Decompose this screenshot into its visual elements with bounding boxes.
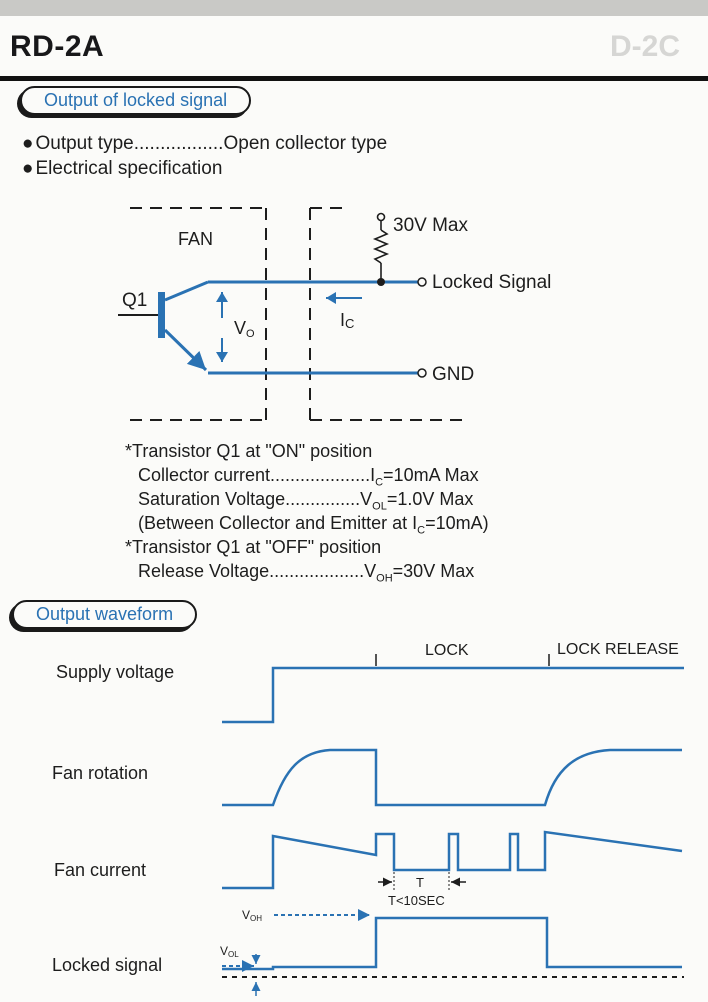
bullet-icon: ● <box>22 133 34 154</box>
vo-label: VO <box>234 318 255 340</box>
model-title: RD-2A <box>10 30 105 63</box>
release-voltage-line: Release Voltage...................VOH=30… <box>138 561 475 585</box>
output-type-line: ●Output type.................Open collec… <box>22 133 387 155</box>
gnd-terminal <box>417 368 427 378</box>
gnd-label: GND <box>432 364 474 385</box>
locked-signal-trace <box>222 916 682 971</box>
vol-label: VOL <box>220 944 239 959</box>
locked-signal-terminal <box>417 277 427 287</box>
open-collector-circuit: FAN Q1 VO IC 30V Max Locked Signal GND <box>118 207 551 421</box>
supply-30v-label: 30V Max <box>393 215 468 236</box>
row-label-locked-signal: Locked signal <box>52 955 163 975</box>
fan-boundary-box <box>130 207 267 421</box>
row-label-fan-rotation: Fan rotation <box>52 763 149 783</box>
fan-label: FAN <box>178 229 213 249</box>
row-label-fan-current: Fan current <box>54 860 147 880</box>
q1-label: Q1 <box>122 290 147 311</box>
output-type-dots: ................. <box>133 133 224 154</box>
supply-voltage-trace <box>222 666 684 724</box>
between-note-line: (Between Collector and Emitter at IC=10m… <box>138 513 489 537</box>
t-condition-label: T<10SEC <box>388 893 445 908</box>
saturation-voltage-line: Saturation Voltage...............VOL=1.0… <box>138 489 474 513</box>
receiver-boundary-box <box>309 207 470 421</box>
locked-signal-label: Locked Signal <box>432 272 551 293</box>
bleed-through-model: D-2C <box>610 30 681 63</box>
transistor-q1-symbol <box>118 280 209 372</box>
off-position-heading: *Transistor Q1 at "OFF" position <box>125 537 382 557</box>
section-title-locked-signal: Output of locked signal <box>20 86 252 115</box>
collector-current-line: Collector current....................IC=… <box>138 465 479 489</box>
ic-label: IC <box>340 310 354 331</box>
section-title-output-waveform: Output waveform <box>12 600 198 629</box>
lock-label: LOCK <box>425 642 469 659</box>
fan-current-trace <box>222 830 683 890</box>
voh-label: VOH <box>242 908 262 923</box>
output-type-value: Open collector type <box>223 133 388 154</box>
on-position-heading: *Transistor Q1 at "ON" position <box>125 441 373 461</box>
output-waveform-diagram: LOCK LOCK RELEASE T T<10SEC VOH VOL <box>220 641 684 996</box>
top-edge-band <box>0 0 708 16</box>
electrical-spec-label: Electrical specification <box>35 158 223 179</box>
fan-rotation-trace <box>222 748 682 807</box>
lock-release-label: LOCK RELEASE <box>557 641 679 658</box>
junction-dot <box>377 278 385 286</box>
header-rule <box>0 76 708 81</box>
electrical-spec-line: ●Electrical specification <box>22 158 222 180</box>
pull-up-resistor <box>372 212 390 282</box>
t-label: T <box>416 875 424 890</box>
output-type-label: Output type <box>35 133 134 154</box>
row-label-supply-voltage: Supply voltage <box>56 662 175 682</box>
bullet-icon: ● <box>22 158 34 179</box>
